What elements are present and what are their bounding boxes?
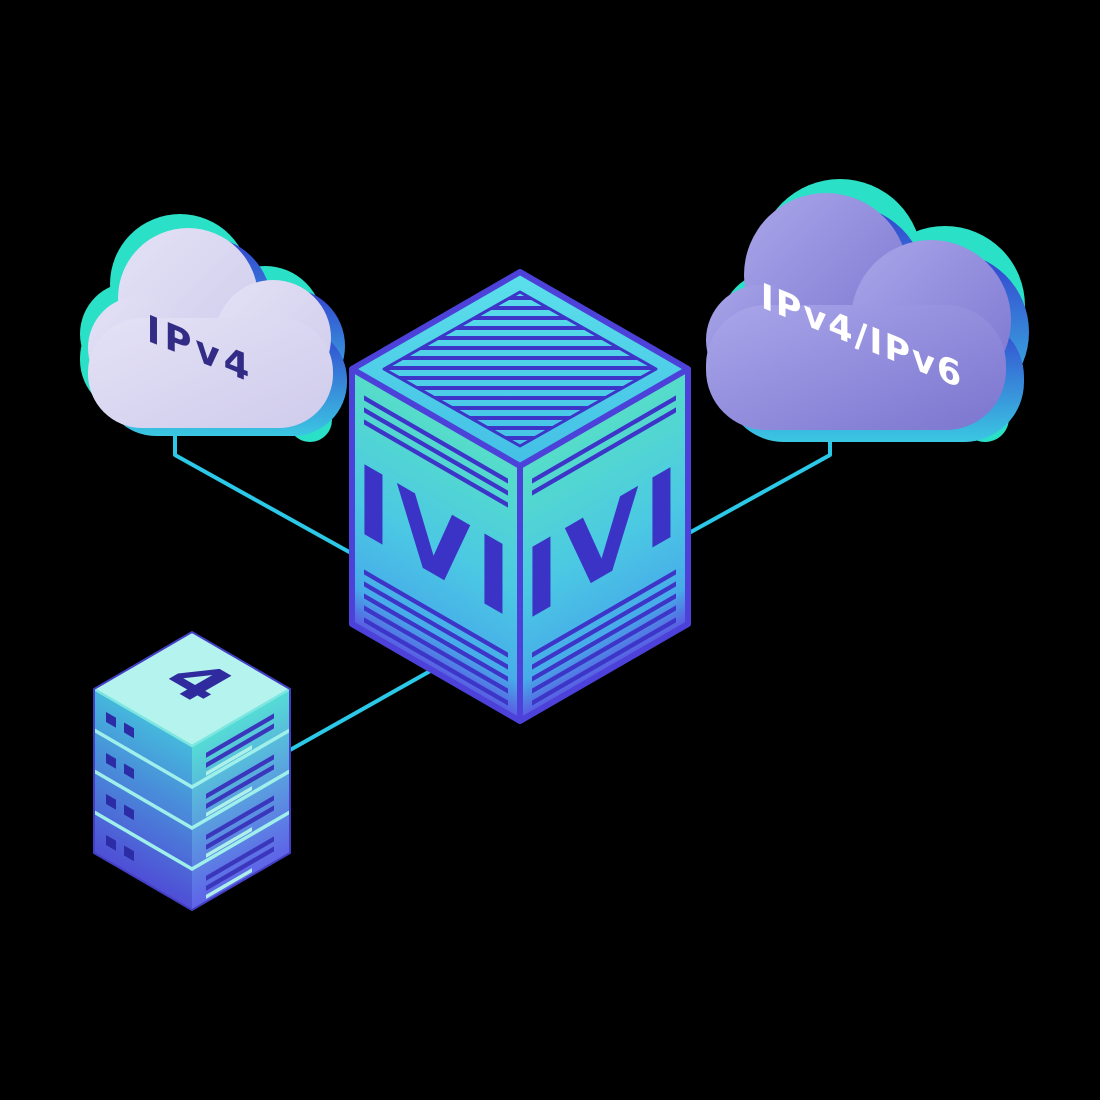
box-top-face-inner-border (382, 290, 658, 448)
connector-stack-to-box (288, 668, 434, 752)
server-stack-cap-edge (93, 687, 291, 748)
ipv4-cloud: IPv4 (80, 214, 347, 442)
box-right-face: IVI (520, 369, 688, 721)
ipv4-ipv6-cloud-body (706, 193, 1011, 430)
server-stack-icon: 4 (93, 631, 291, 911)
box-left-face-stripes (364, 395, 508, 706)
box-top-face-stripes (384, 296, 656, 440)
server-stack-vent-slots (206, 713, 274, 891)
box-right-face-stripes (532, 395, 676, 706)
box-left-face: IVI (352, 369, 520, 721)
ipv4-ipv6-cloud: IPv4/IPv6 (706, 179, 1029, 442)
server-stack-rims (93, 728, 291, 872)
server-stack-outline (93, 631, 291, 911)
ivi-translator-box: IVI IVI (349, 269, 691, 724)
server-stack-led-squares (106, 711, 134, 862)
box-edges (349, 269, 691, 724)
